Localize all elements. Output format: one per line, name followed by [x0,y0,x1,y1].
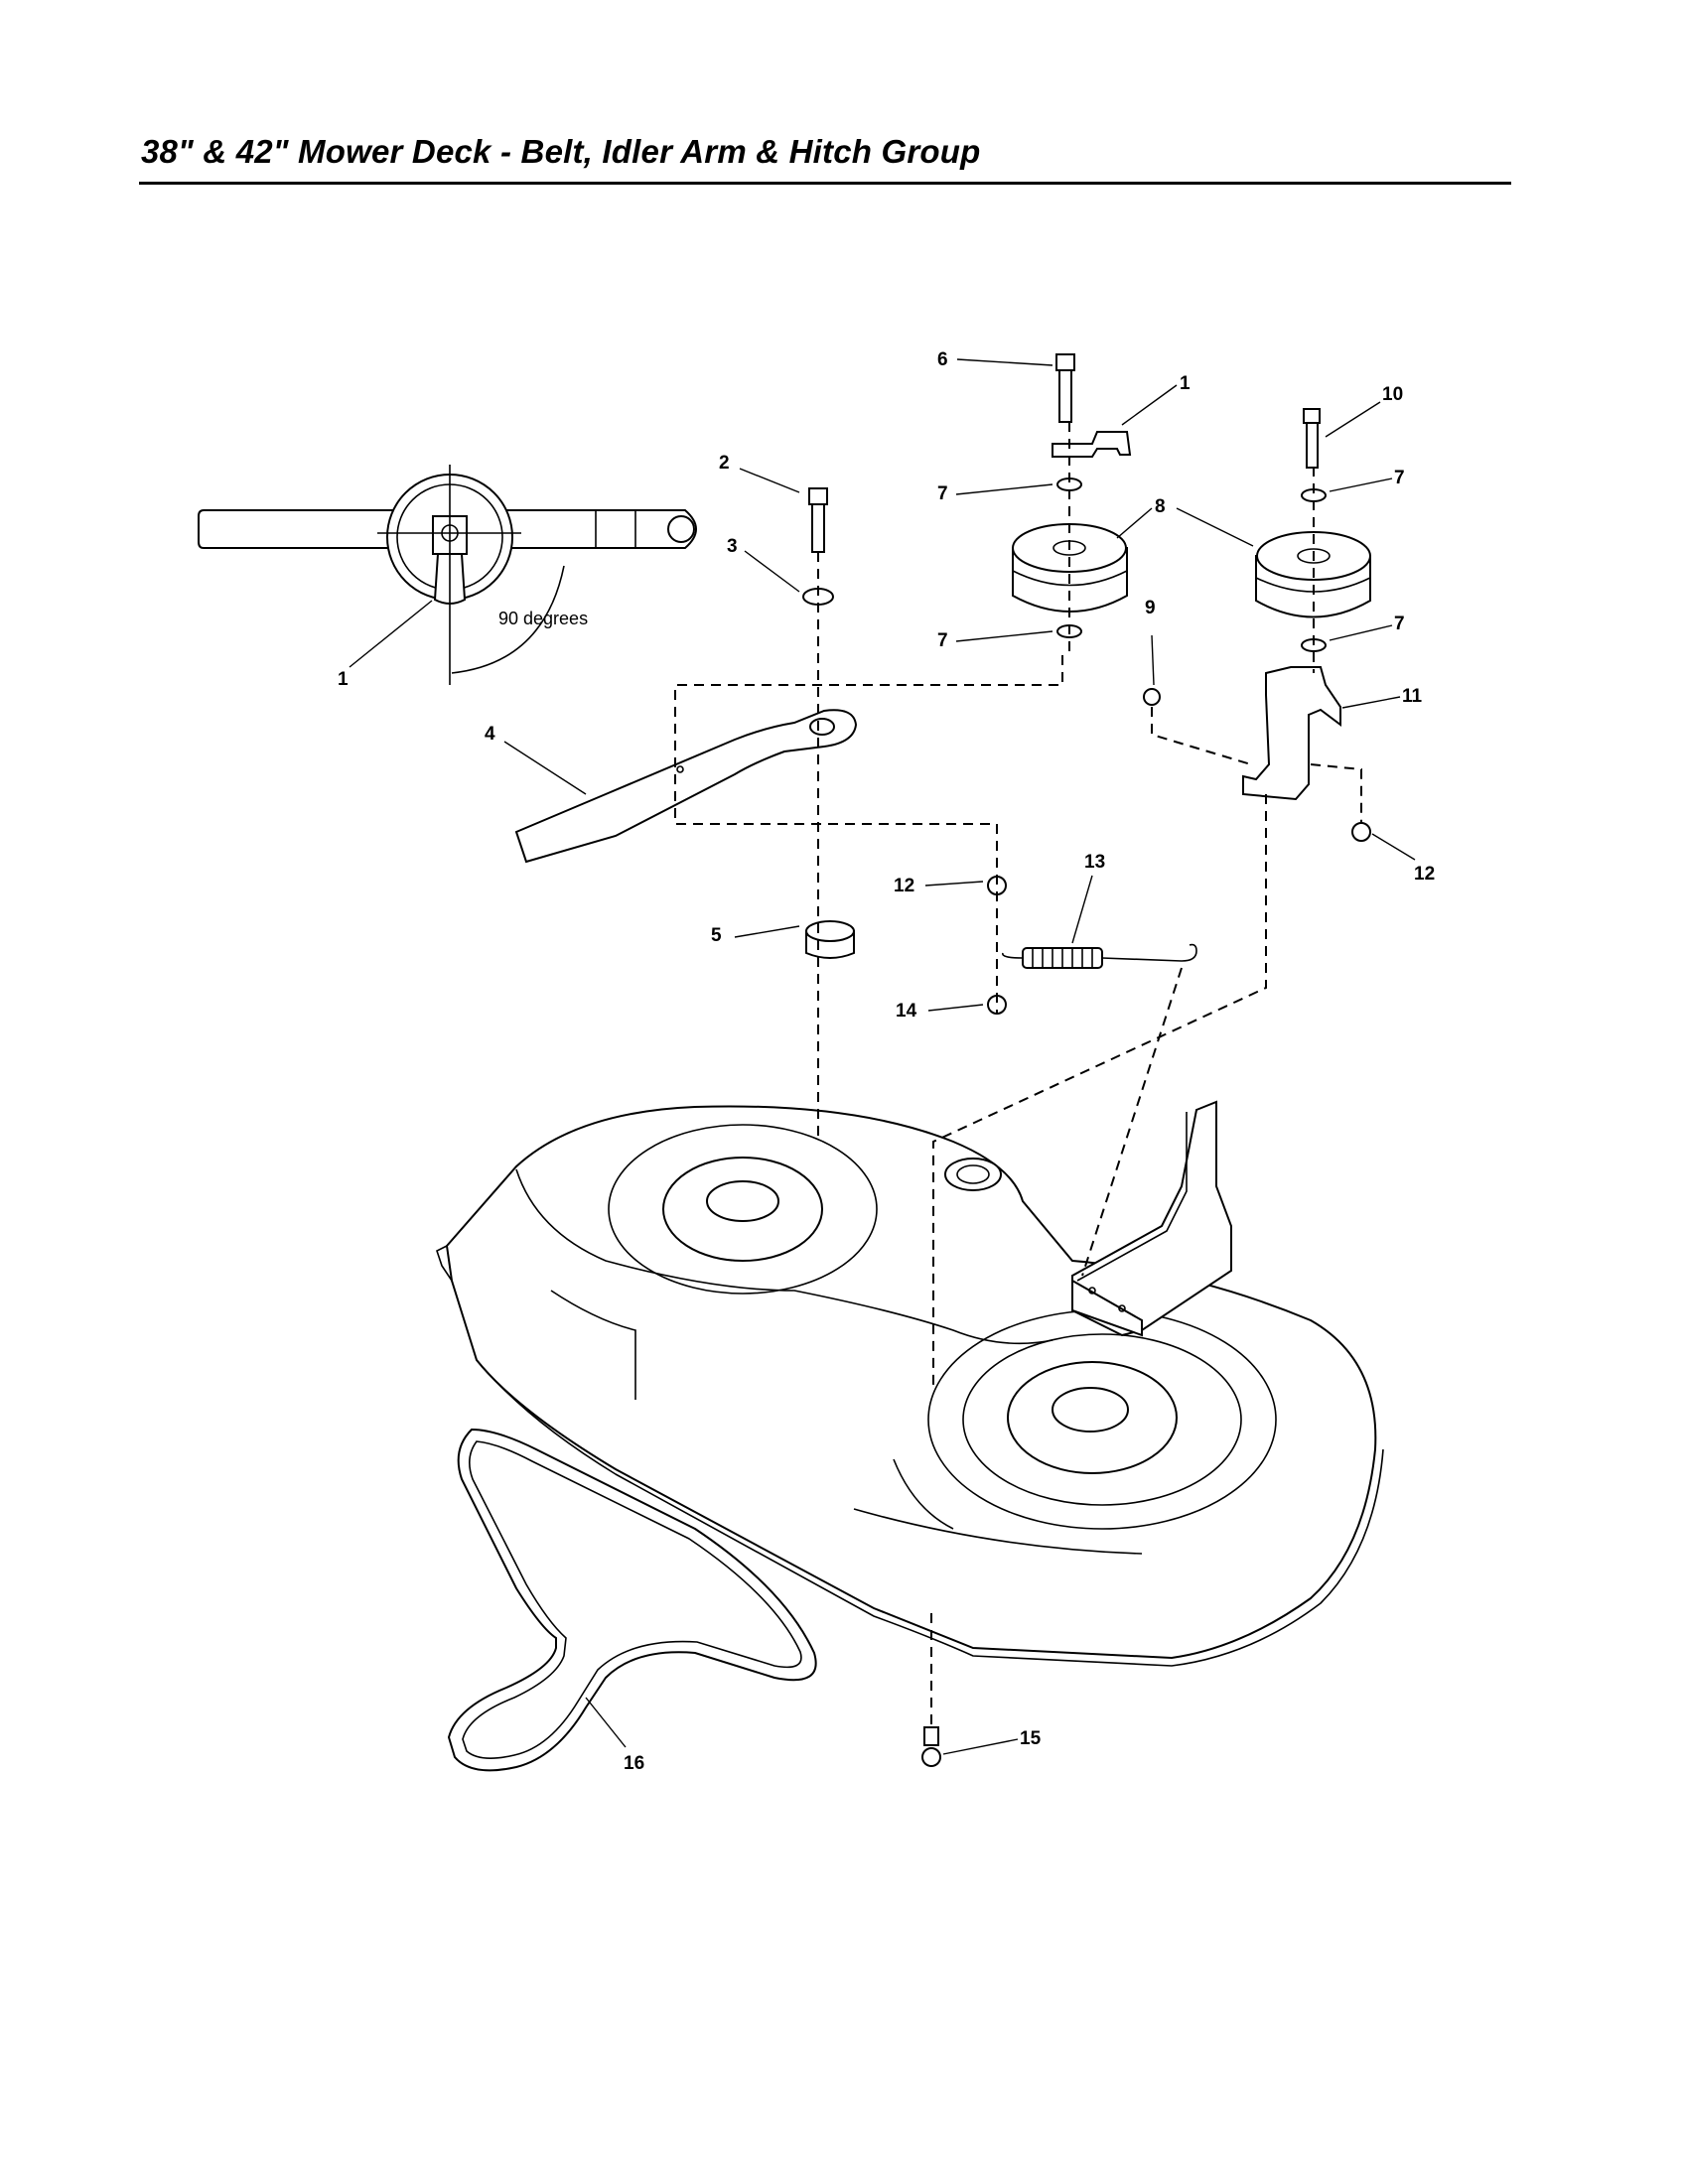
callout-1-inset: 1 [338,669,349,690]
callout-7-c: 7 [937,630,948,651]
callout-8: 8 [1155,496,1166,517]
nut-9 [1143,688,1161,706]
idler-arm-4 [514,709,858,864]
bolt-6 [1055,353,1075,423]
callout-16: 16 [624,1753,644,1774]
page-title: 38" & 42" Mower Deck - Belt, Idler Arm &… [141,133,981,170]
title-rule [139,182,1511,185]
hitch-bracket [1071,1100,1232,1337]
idler-arm-detail-inset: 90 degrees [198,465,697,685]
callout-9: 9 [1145,598,1156,618]
bolt-10 [1303,408,1321,469]
drive-belt [447,1428,817,1772]
callout-11: 11 [1402,686,1423,707]
callout-1-bracket: 1 [1180,373,1191,394]
callout-7-a: 7 [937,483,948,504]
callout-7-b: 7 [1394,468,1405,488]
bolt-2 [808,487,828,553]
nut-12b [1351,822,1371,842]
angle-label: 90 degrees [498,609,588,628]
callout-12-b: 12 [1414,864,1435,885]
callout-12-a: 12 [894,876,914,896]
callout-5: 5 [711,925,722,946]
callout-13: 13 [1084,852,1105,873]
bracket-11 [1242,666,1341,801]
assembly-lines [674,422,1362,1727]
callout-leaders [349,358,1416,1755]
callout-7-d: 7 [1394,614,1405,634]
bolt-15 [921,1726,941,1767]
callout-15: 15 [1020,1728,1042,1749]
callout-4: 4 [485,724,495,745]
callout-3: 3 [727,536,738,557]
callout-10: 10 [1382,384,1403,405]
callout-numbers: 1 1 2 3 4 5 6 7 7 7 7 8 9 10 11 12 12 13… [338,349,1435,1774]
mower-deck-housing [436,1105,1384,1667]
bracket-1 [1052,431,1132,458]
hardware-parts [514,353,1371,1767]
callout-6: 6 [937,349,948,370]
callout-2: 2 [719,453,730,474]
callout-14: 14 [896,1001,917,1022]
spring-13 [1002,943,1197,969]
